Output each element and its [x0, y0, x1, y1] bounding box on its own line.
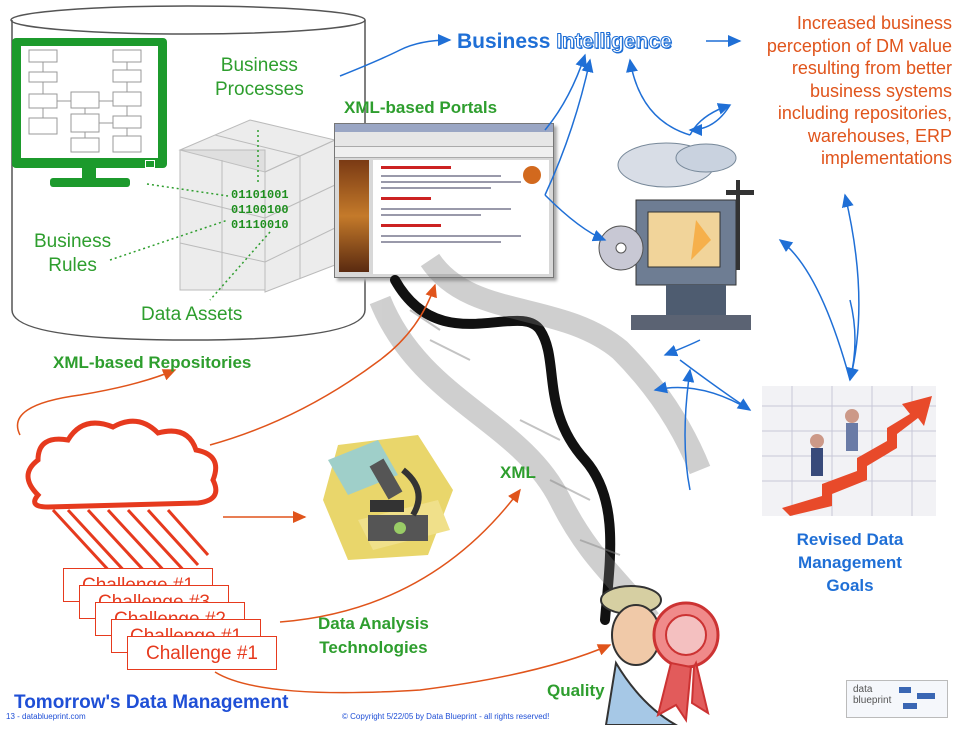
storm-cloud-svg	[25, 418, 219, 577]
growth-graphic-svg	[762, 386, 936, 516]
slide-title: Tomorrow's Data Management	[14, 692, 289, 713]
quality-figure-svg	[600, 585, 720, 726]
intelligence-word: Intelligence	[556, 30, 673, 54]
microscope-graphic	[318, 430, 460, 570]
binary-line-3: 01110010	[231, 218, 289, 232]
model-diagram-svg	[28, 49, 142, 153]
binary-data: 01101001 01100100 01110010	[231, 188, 289, 233]
data-blueprint-logo: data blueprint	[846, 680, 948, 718]
binary-line-2: 01100100	[231, 203, 289, 217]
microscope-svg	[323, 435, 453, 560]
perception-text: Increased business perception of DM valu…	[766, 13, 952, 168]
logo-text: data blueprint	[853, 684, 892, 706]
quality-figure	[596, 575, 736, 726]
xml-portals-label: XML-based Portals	[344, 98, 498, 117]
business-rules-label: Business Rules	[34, 231, 112, 276]
xml-portal-screenshot	[334, 123, 554, 278]
business-intelligence-label: Business Intelligence	[457, 30, 672, 54]
xml-label: XML	[500, 463, 536, 482]
xml-repositories-label: XML-based Repositories	[53, 353, 252, 372]
business-processes-label: Business Processes	[215, 55, 304, 100]
binary-line-1: 01101001	[231, 188, 289, 202]
monitor-graphic	[12, 38, 167, 198]
growth-graphic	[762, 386, 936, 516]
data-model-diagram	[21, 46, 158, 158]
data-analysis-label: Data Analysis Technologies	[318, 614, 429, 657]
technology-collage-svg	[598, 142, 754, 330]
business-word: Business	[457, 30, 551, 53]
data-assets-label: Data Assets	[141, 304, 243, 325]
revised-goals-label: Revised Data Management Goals	[796, 530, 904, 595]
copyright-text: © Copyright 5/22/05 by Data Blueprint - …	[342, 712, 550, 721]
storm-cloud	[18, 415, 223, 577]
challenge-card-1: Challenge #1	[127, 636, 277, 670]
technology-collage	[596, 130, 766, 340]
quality-label: Quality	[547, 681, 605, 700]
slide-number: 13 - datablueprint.com	[6, 712, 86, 721]
